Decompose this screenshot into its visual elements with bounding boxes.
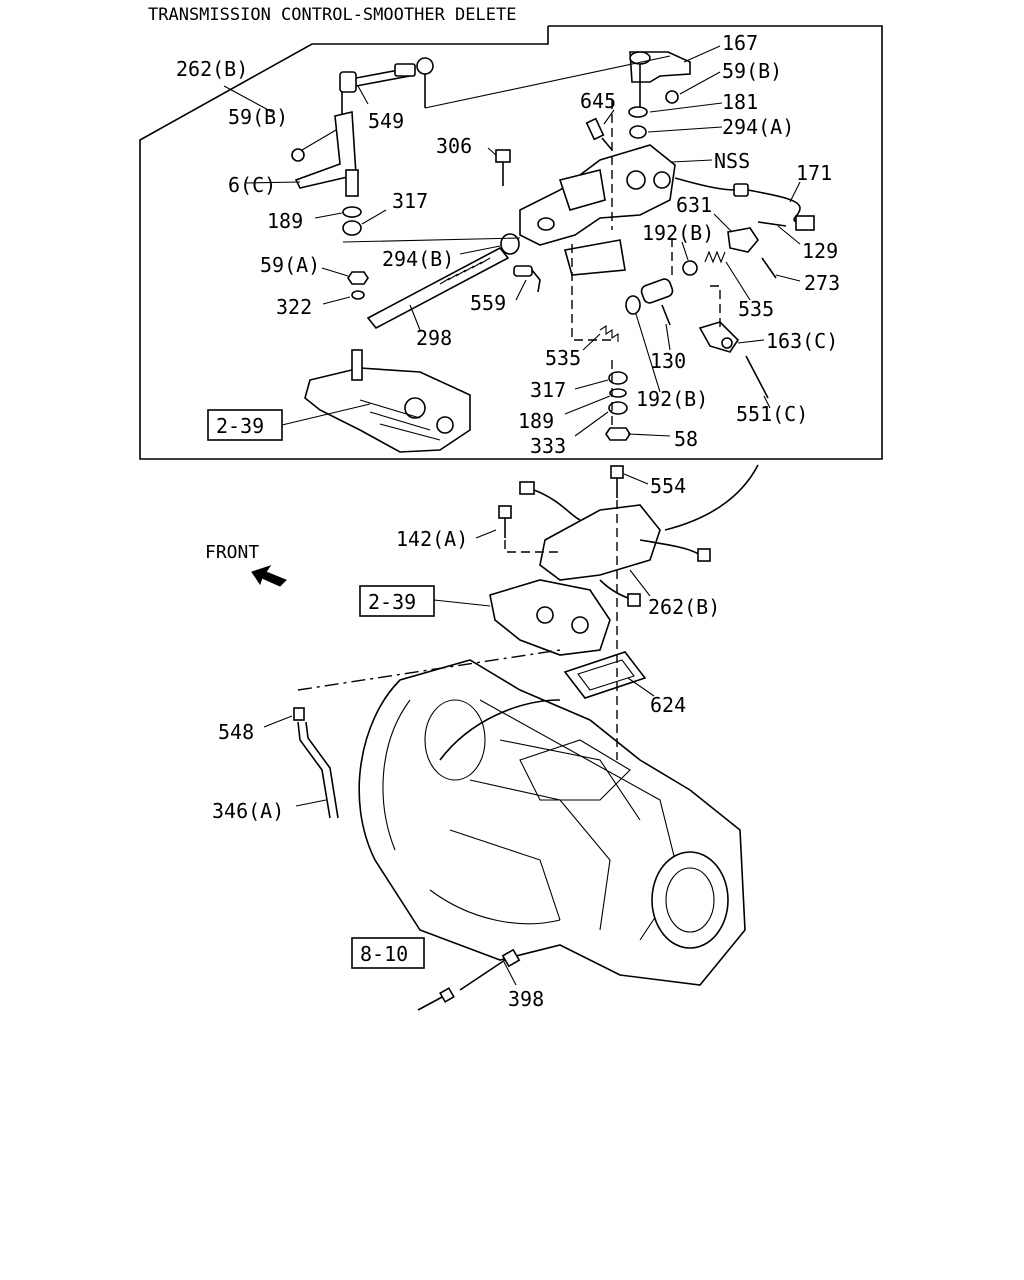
callout-306[interactable]: 306 bbox=[436, 134, 472, 158]
callout-262b-top[interactable]: 262(B) bbox=[176, 57, 248, 81]
control-assembly-lower bbox=[539, 504, 711, 607]
callout-551c[interactable]: 551(C) bbox=[736, 402, 808, 426]
callout-535-right[interactable]: 535 bbox=[738, 297, 774, 321]
plate-631 bbox=[727, 227, 759, 253]
front-arrow-icon bbox=[251, 565, 287, 587]
leader-lines-lower bbox=[263, 473, 655, 986]
switch-645 bbox=[585, 117, 613, 151]
callout-189-lower[interactable]: 189 bbox=[518, 409, 554, 433]
callout-192b-lower[interactable]: 192(B) bbox=[636, 387, 708, 411]
callout-129[interactable]: 129 bbox=[802, 239, 838, 263]
callout-171[interactable]: 171 bbox=[796, 161, 832, 185]
control-housing bbox=[519, 144, 676, 276]
callout-631[interactable]: 631 bbox=[676, 193, 712, 217]
callout-294b[interactable]: 294(B) bbox=[382, 247, 454, 271]
callout-645[interactable]: 645 bbox=[580, 89, 616, 113]
callout-317-lower[interactable]: 317 bbox=[530, 378, 566, 402]
washer-192b-mid bbox=[625, 295, 641, 315]
callout-333[interactable]: 333 bbox=[530, 434, 566, 458]
spring-535-right bbox=[704, 250, 726, 264]
leader-lines bbox=[223, 45, 801, 437]
hose-346a bbox=[293, 707, 339, 819]
callout-59b-left[interactable]: 59(B) bbox=[228, 105, 288, 129]
sleeve-130 bbox=[640, 278, 674, 326]
section-ref-label-2[interactable]: 2-39 bbox=[368, 590, 416, 614]
shift-block-2-39-top bbox=[304, 349, 471, 453]
callout-nss[interactable]: NSS bbox=[714, 149, 750, 173]
callout-317-upper[interactable]: 317 bbox=[392, 189, 428, 213]
callout-167[interactable]: 167 bbox=[722, 31, 758, 55]
leader-section-ref-1 bbox=[281, 403, 371, 426]
bracket-167 bbox=[628, 51, 691, 139]
pin-551c bbox=[745, 355, 769, 399]
callout-192b-upper[interactable]: 192(B) bbox=[642, 221, 714, 245]
curved-arrow-right bbox=[664, 464, 759, 531]
harness-upper-left bbox=[519, 481, 581, 521]
assembly-line-lower-2 bbox=[504, 540, 560, 553]
seal-189-317-upper bbox=[342, 206, 362, 236]
callout-130[interactable]: 130 bbox=[650, 349, 686, 373]
bolt-554 bbox=[610, 465, 624, 498]
spring-535-mid bbox=[599, 324, 619, 342]
bolt-8-10 bbox=[417, 987, 455, 1011]
callout-6c[interactable]: 6(C) bbox=[228, 173, 276, 197]
callout-554[interactable]: 554 bbox=[650, 474, 686, 498]
assembly-line-548 bbox=[297, 649, 561, 691]
callout-298[interactable]: 298 bbox=[416, 326, 452, 350]
assembly-line-top-2 bbox=[671, 238, 721, 330]
callout-549[interactable]: 549 bbox=[368, 109, 404, 133]
callout-535-mid[interactable]: 535 bbox=[545, 346, 581, 370]
shift-lever-6c bbox=[291, 111, 359, 197]
bolt-398 bbox=[459, 948, 521, 991]
seals-lower-stack bbox=[605, 371, 631, 441]
section-ref-box-2 bbox=[359, 585, 435, 617]
callout-58[interactable]: 58 bbox=[674, 427, 698, 451]
harness-171 bbox=[674, 177, 815, 231]
transmission-case bbox=[358, 659, 746, 986]
callout-322[interactable]: 322 bbox=[276, 295, 312, 319]
callout-181[interactable]: 181 bbox=[722, 90, 758, 114]
leader-section-ref-2 bbox=[433, 599, 491, 607]
detail-box-outline bbox=[139, 25, 883, 460]
diagram-title: TRANSMISSION CONTROL-SMOOTHER DELETE bbox=[148, 5, 516, 25]
callout-142a[interactable]: 142(A) bbox=[396, 527, 468, 551]
gasket-624 bbox=[563, 651, 647, 699]
callout-294a[interactable]: 294(A) bbox=[722, 115, 794, 139]
callout-273[interactable]: 273 bbox=[804, 271, 840, 295]
lever-163c bbox=[698, 321, 740, 353]
callout-346a[interactable]: 346(A) bbox=[212, 799, 284, 823]
pin-273 bbox=[761, 257, 777, 279]
section-ref-label-1[interactable]: 2-39 bbox=[216, 414, 264, 438]
bracket-line-167 bbox=[424, 55, 671, 109]
callout-163c[interactable]: 163(C) bbox=[766, 329, 838, 353]
section-ref-label-3[interactable]: 8-10 bbox=[360, 942, 408, 966]
assembly-line-top-1 bbox=[571, 100, 613, 430]
nut-59a-washer-322 bbox=[347, 271, 369, 300]
callout-59a[interactable]: 59(A) bbox=[260, 253, 320, 277]
shaft-298 bbox=[366, 233, 520, 330]
callout-398[interactable]: 398 bbox=[508, 987, 544, 1011]
callout-548[interactable]: 548 bbox=[218, 720, 254, 744]
shift-block-2-39-lower bbox=[489, 579, 611, 656]
bracket-line-top bbox=[342, 237, 521, 243]
bolt-306 bbox=[495, 149, 511, 186]
callout-189-upper[interactable]: 189 bbox=[267, 209, 303, 233]
section-ref-box-3 bbox=[351, 937, 425, 969]
bolt-142a bbox=[498, 505, 512, 538]
fitting-559 bbox=[513, 265, 541, 293]
callout-labels: 262(B) 549 167 59(B) 645 181 294(A) 59(B… bbox=[176, 31, 840, 1011]
front-label: FRONT bbox=[205, 542, 259, 563]
callout-59b-right[interactable]: 59(B) bbox=[722, 59, 782, 83]
callout-559[interactable]: 559 bbox=[470, 291, 506, 315]
callout-624[interactable]: 624 bbox=[650, 693, 686, 717]
washer-192b-right bbox=[682, 260, 698, 276]
pin-129 bbox=[757, 221, 787, 227]
callout-262b-lower[interactable]: 262(B) bbox=[648, 595, 720, 619]
